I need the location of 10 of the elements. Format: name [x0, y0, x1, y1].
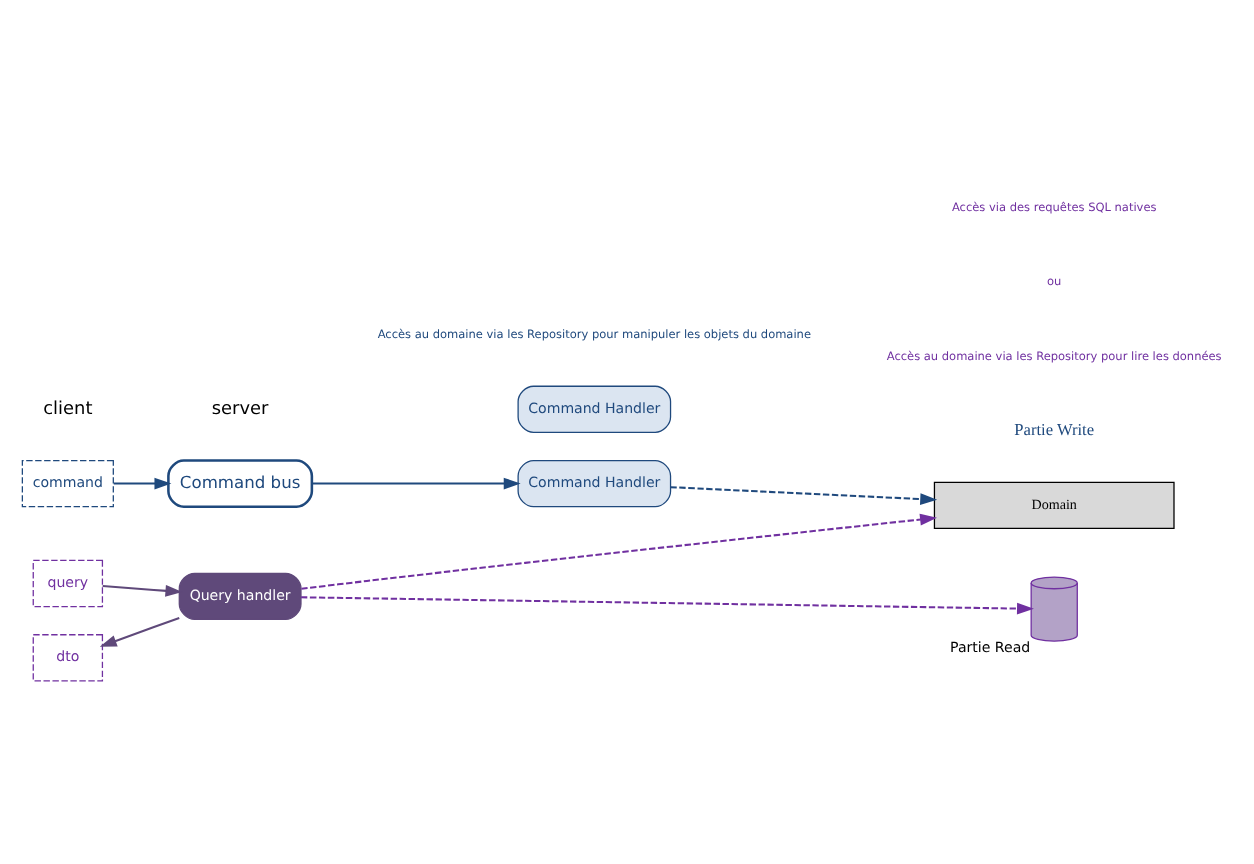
label: server: [211, 399, 269, 420]
label: client: [43, 399, 93, 420]
arrow: [670, 485, 938, 504]
arrow: [102, 583, 183, 596]
arrow: [312, 476, 521, 489]
arrow: [301, 595, 1034, 614]
arrow: [113, 476, 172, 489]
arrow: [301, 512, 937, 589]
node-box: Command bus: [167, 458, 314, 507]
arrow: [99, 615, 180, 646]
